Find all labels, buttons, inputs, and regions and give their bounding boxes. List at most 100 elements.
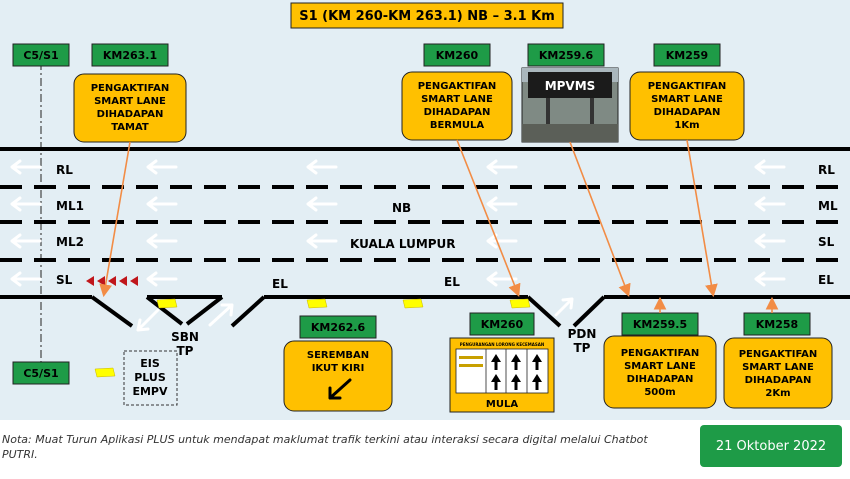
mpvms-post-left [546, 98, 550, 128]
yellow-marker [509, 298, 531, 309]
mpvms-sign-text: MPVMS [545, 79, 596, 93]
box-km2631-line4: TAMAT [111, 122, 149, 133]
ramp-arrow-entry [208, 303, 234, 327]
box-km258 [723, 337, 833, 409]
box-km258-line3: DIHADAPAN [745, 375, 812, 386]
yellow-marker [402, 298, 424, 309]
connector-arrows [99, 139, 779, 313]
box-seremban [283, 340, 393, 412]
lane-label-right-rl: RL [818, 163, 835, 177]
date-badge: 21 Oktober 2022 [700, 425, 842, 467]
eis-line1: EIS [140, 357, 160, 370]
sbn-label-1: SBN [171, 330, 199, 344]
traffic-arrow [306, 196, 338, 212]
mpvms-ground [522, 124, 618, 142]
lane-label-right-el: EL [818, 273, 834, 287]
label-c5s1-bottom [12, 361, 70, 385]
arrow-up-icon [511, 374, 521, 390]
box-km2631-line3: DIHADAPAN [97, 109, 164, 120]
box-km2595-line4: 500m [644, 387, 675, 398]
box-seremban-line2: IKUT KIRI [312, 363, 365, 374]
mpvms-sign-board [528, 72, 612, 98]
label-km260-top [423, 43, 491, 67]
lane-label-sl: SL [56, 273, 73, 287]
label-km259 [653, 43, 721, 67]
label-km2596-text: KM259.6 [539, 49, 594, 62]
pdn-label-2: TP [574, 341, 591, 355]
label-km2626-text: KM262.6 [311, 321, 366, 334]
road-direction-nb: NB [392, 201, 411, 215]
lane-label-el-left: EL [272, 277, 288, 291]
traffic-arrow [10, 233, 42, 249]
mula-sign-label: MULA [486, 399, 518, 410]
box-km259-line3: DIHADAPAN [654, 107, 721, 118]
connector-km2596 [569, 141, 631, 297]
label-km260-bottom [469, 312, 535, 336]
lane-label-right-sl: SL [818, 235, 835, 249]
traffic-arrow [10, 271, 42, 287]
traffic-arrow [754, 196, 786, 212]
arrow-down-left-icon [328, 378, 352, 400]
connector-km260 [456, 139, 521, 297]
mula-sign-panel [455, 348, 549, 394]
label-km2595-text: KM259.5 [633, 318, 687, 331]
box-km259-line2: SMART LANE [651, 94, 723, 105]
ramp-arrow-exit [136, 308, 160, 332]
box-km259-line4: 1Km [674, 120, 699, 131]
box-km2631-line2: SMART LANE [94, 96, 166, 107]
label-km2626 [299, 315, 377, 339]
label-km259-text: KM259 [666, 49, 708, 62]
mula-sign-title: PENGURANGAN LORONG KECEMASAN [460, 342, 544, 347]
traffic-arrow [486, 233, 518, 249]
box-km2595 [603, 335, 717, 409]
arrow-up-icon [532, 374, 542, 390]
lane-label-right-ml: ML [818, 199, 838, 213]
lane-closure-chevrons [86, 276, 138, 286]
box-km258-line2: SMART LANE [742, 362, 814, 373]
traffic-arrow [146, 271, 178, 287]
road-edge-pdn-entry [572, 295, 606, 328]
traffic-arrow [306, 233, 338, 249]
eis-line2: PLUS [134, 371, 166, 384]
mula-sign-arrows [491, 354, 542, 390]
arrow-up-icon [532, 354, 542, 370]
connector-km2631 [99, 141, 131, 298]
label-km258 [743, 312, 811, 336]
label-km2596 [527, 43, 605, 67]
traffic-arrow [754, 159, 786, 175]
eis-line3: EMPV [132, 385, 168, 398]
traffic-arrow [754, 233, 786, 249]
traffic-arrow [146, 196, 178, 212]
pdn-label-1: PDN [568, 327, 597, 341]
traffic-arrow [146, 233, 178, 249]
connector-km259 [686, 139, 718, 298]
box-km258-line4: 2Km [765, 388, 790, 399]
sbn-label-2: TP [177, 344, 194, 358]
box-km260-line4: BERMULA [430, 120, 485, 131]
diagram-title: S1 (KM 260-KM 263.1) NB – 3.1 Km [299, 9, 555, 24]
box-km260-line2: SMART LANE [421, 94, 493, 105]
box-km260-line3: DIHADAPAN [424, 107, 491, 118]
chevron-left-icon [108, 276, 116, 286]
chevron-left-icon [130, 276, 138, 286]
label-km260-top-text: KM260 [436, 49, 479, 62]
box-km2595-line3: DIHADAPAN [627, 374, 694, 385]
footer-note: Nota: Muat Turun Aplikasi PLUS untuk men… [2, 433, 648, 461]
eis-box [123, 350, 178, 406]
chevron-left-icon [86, 276, 94, 286]
yellow-markers [94, 298, 531, 378]
traffic-arrow [486, 159, 518, 175]
arrow-up-icon [491, 354, 501, 370]
traffic-arrow [10, 159, 42, 175]
label-km258-text: KM258 [756, 318, 798, 331]
traffic-arrow [10, 196, 42, 212]
road-edge-ramp-exit [90, 295, 134, 328]
traffic-arrow [146, 159, 178, 175]
box-seremban-line1: SEREMBAN [307, 350, 369, 361]
label-km2631-text: KM263.1 [103, 49, 157, 62]
label-km2631 [91, 43, 169, 67]
label-km260-bottom-text: KM260 [481, 318, 524, 331]
mula-sign-legend-bar [459, 364, 483, 367]
box-km260-line1: PENGAKTIFAN [418, 81, 497, 92]
